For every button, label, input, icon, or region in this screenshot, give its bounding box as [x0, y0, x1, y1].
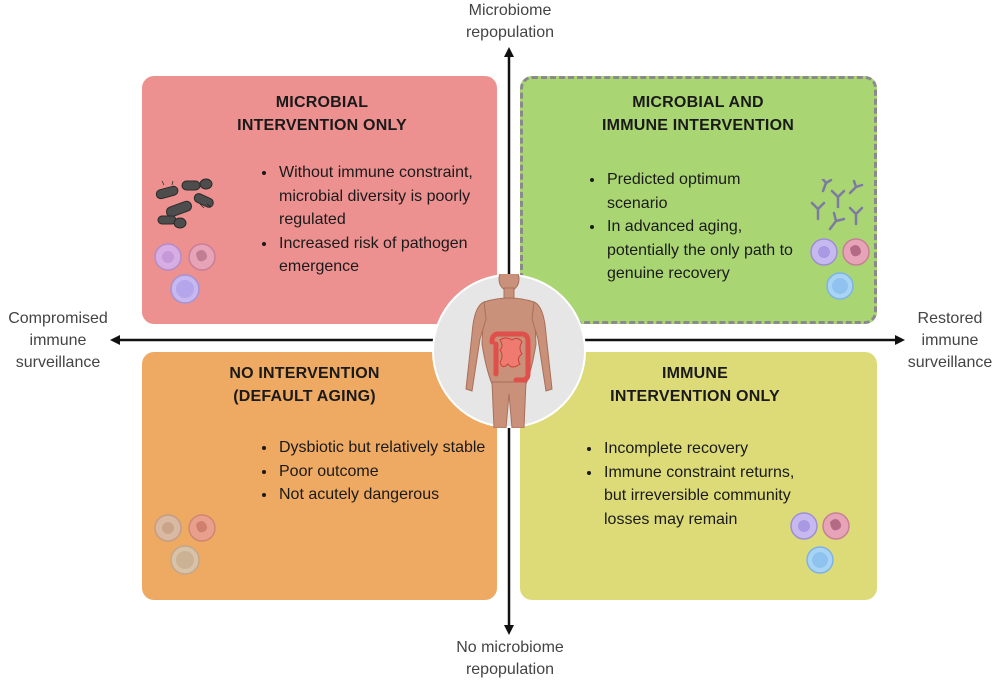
list-item: Not acutely dangerous — [277, 483, 497, 507]
quadrant-microbial-immune-intervention: MICROBIAL AND IMMUNE INTERVENTION Predic… — [520, 76, 877, 324]
quadrant-microbial-intervention: MICROBIAL INTERVENTION ONLY Without immu… — [142, 76, 497, 324]
immune-cells-icon — [154, 514, 216, 575]
list-item: Predicted optimum scenario — [605, 168, 795, 215]
list-item: Poor outcome — [277, 460, 497, 484]
quadrant-title: NO INTERVENTION (DEFAULT AGING) — [229, 365, 380, 405]
bullet-list: Incomplete recovery Immune constraint re… — [582, 437, 802, 531]
quadrant-no-intervention: NO INTERVENTION (DEFAULT AGING) Dysbioti… — [142, 352, 497, 600]
quadrant-title: IMMUNE INTERVENTION ONLY — [610, 365, 780, 405]
list-item: In advanced aging, potentially the only … — [605, 215, 795, 286]
list-item: Dysbiotic but relatively stable — [277, 436, 497, 460]
quadrant-title: MICROBIAL INTERVENTION ONLY — [237, 94, 407, 134]
quadrant-title: MICROBIAL AND IMMUNE INTERVENTION — [602, 94, 794, 134]
bacteria-cluster-icon — [155, 178, 214, 229]
bullet-list: Without immune constraint, microbial div… — [257, 161, 477, 279]
human-body-gut-icon — [432, 274, 586, 428]
axis-label-left: Compromised immune surveillance — [8, 310, 108, 371]
axis-label-right: Restored immune surveillance — [907, 310, 993, 371]
axis-label-bottom: No microbiome repopulation — [456, 639, 564, 678]
list-item: Without immune constraint, microbial div… — [277, 161, 477, 232]
bullet-list: Predicted optimum scenario In advanced a… — [585, 168, 795, 286]
antibodies-icon — [810, 179, 864, 231]
list-item: Increased risk of pathogen emergence — [277, 232, 477, 279]
immune-cells-icon — [790, 512, 850, 574]
bullet-list: Dysbiotic but relatively stable Poor out… — [257, 436, 497, 507]
quadrant-immune-intervention: IMMUNE INTERVENTION ONLY Incomplete reco… — [520, 352, 877, 600]
list-item: Incomplete recovery — [602, 437, 802, 461]
immune-cells-icon — [154, 243, 216, 304]
axis-label-top: Microbiome repopulation — [465, 2, 555, 41]
list-item: Immune constraint returns, but irreversi… — [602, 461, 802, 532]
immune-cells-icon — [810, 238, 870, 300]
